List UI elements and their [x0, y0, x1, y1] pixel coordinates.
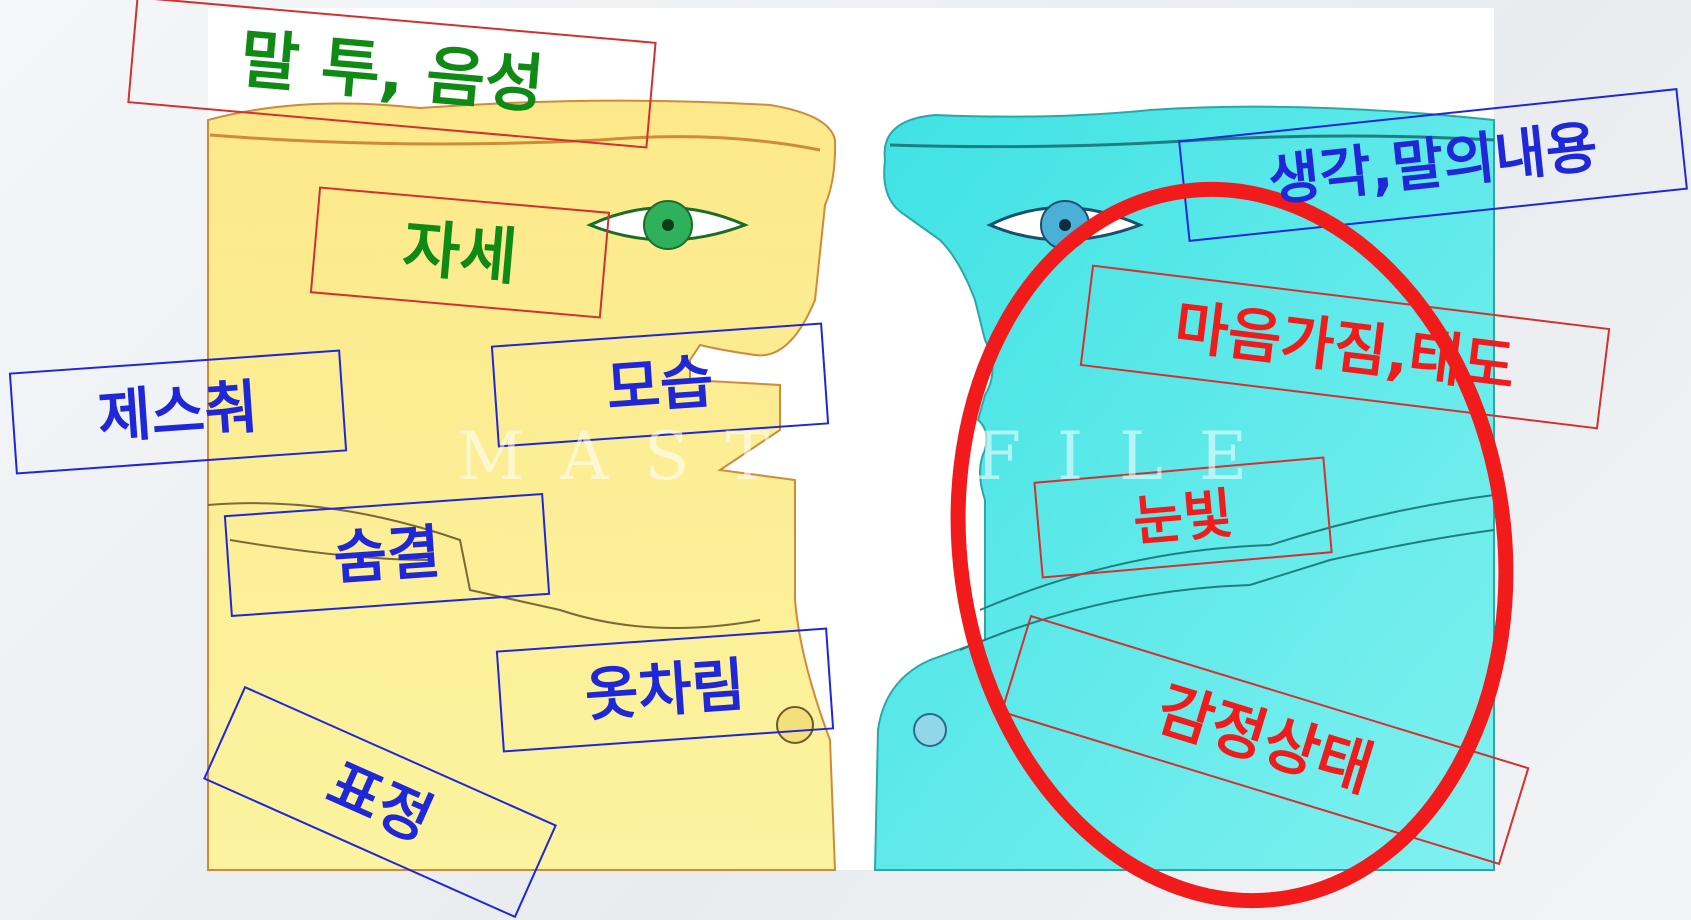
eye-look-frame: [1033, 456, 1333, 579]
gesture-frame: [8, 349, 348, 475]
highlight-circle: [950, 181, 1514, 909]
expression-frame: [203, 685, 557, 919]
right-shoulder-line-2: [979, 494, 1495, 611]
posture-frame: [309, 186, 611, 319]
left-shoulder-line-2: [229, 539, 431, 561]
emotion-frame: [1000, 614, 1530, 866]
left-eye: [586, 200, 749, 250]
clothing-frame: [495, 627, 835, 753]
tone-frame: [127, 0, 657, 149]
right-eye: [986, 200, 1144, 250]
left-face: [207, 99, 837, 871]
attitude-frame: [1079, 264, 1611, 430]
appearance-frame: [490, 322, 830, 448]
left-button: [776, 706, 814, 744]
left-shoulder-line: [207, 502, 761, 629]
right-button: [913, 713, 947, 747]
watermark-text: MASTERFILE: [456, 418, 1284, 495]
breathing-frame: [223, 492, 551, 618]
right-shoulder-line: [959, 529, 1495, 651]
